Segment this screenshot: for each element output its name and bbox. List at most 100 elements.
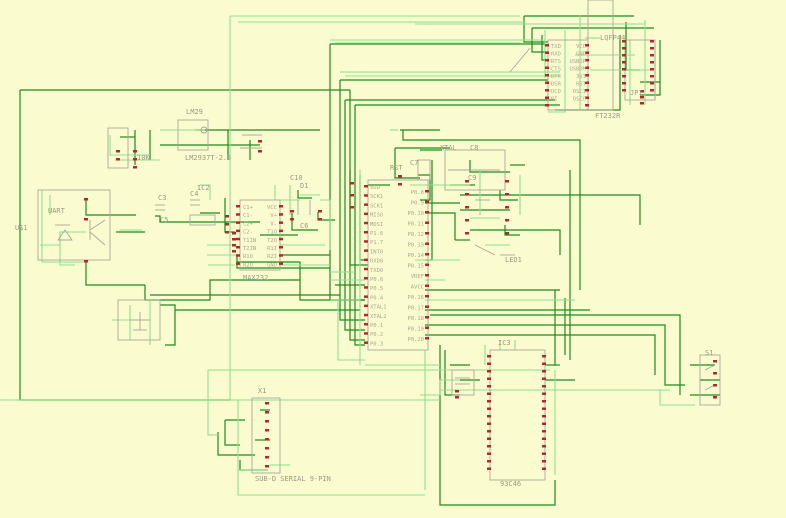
label-uart: UART <box>48 207 66 215</box>
pin-marker <box>279 213 283 216</box>
pin-marker <box>364 194 368 197</box>
pin-marker <box>350 194 354 197</box>
mcu-pin-name: P0.6 <box>370 277 383 283</box>
max232-pin-name: C2+ <box>243 221 254 227</box>
pin-marker <box>425 326 429 329</box>
ft232-pin-name: RI <box>551 97 558 103</box>
pin-marker <box>364 341 368 344</box>
pin-marker <box>364 313 368 317</box>
pin-marker <box>425 242 429 245</box>
pin-marker <box>236 237 240 241</box>
ic-regulator-body <box>177 119 209 151</box>
pin-marker <box>622 61 626 64</box>
pin-marker <box>650 89 654 92</box>
pin-marker <box>542 370 546 373</box>
pin-marker <box>542 355 546 358</box>
pin-marker <box>232 250 236 253</box>
pin-marker <box>542 407 546 410</box>
pin-marker <box>236 254 240 257</box>
pin-marker <box>542 385 546 388</box>
pin-marker <box>364 231 368 234</box>
pin-marker <box>640 96 644 99</box>
pin-marker <box>279 262 283 265</box>
mcu-pin-name: P0.12 <box>407 232 424 238</box>
pin-marker <box>585 44 589 47</box>
pin-marker <box>265 438 269 441</box>
pin-marker <box>713 372 717 375</box>
pin-marker <box>84 198 88 201</box>
capacitor-label: C10 <box>290 174 303 182</box>
label-max232: MAX232 <box>243 274 268 282</box>
pin-marker <box>84 218 88 221</box>
label-switch: S1 <box>705 349 713 357</box>
label-connector-value: SUB-D SERIAL 9-PIN <box>255 475 331 483</box>
mcu-pin-name: P0.15 <box>407 264 424 270</box>
pin-marker <box>545 104 549 107</box>
pin-marker <box>542 437 546 440</box>
label-usb: U$1 <box>15 224 28 232</box>
pin-marker <box>236 262 240 265</box>
max232-pin-name: GND <box>267 262 277 268</box>
pin-marker <box>487 355 491 358</box>
pin-marker <box>545 59 549 62</box>
capacitor-label: C4 <box>190 190 198 198</box>
pin-marker <box>542 460 546 463</box>
pin-marker <box>585 96 589 99</box>
capacitor-label: C8 <box>470 144 478 152</box>
ft232-pin-name: RST <box>576 82 587 88</box>
pin-marker <box>364 212 368 216</box>
pin-marker <box>133 158 137 161</box>
pin-marker <box>318 218 322 221</box>
max232-pin-name: V+ <box>270 213 277 219</box>
max232-pin-name: C2- <box>243 230 253 236</box>
pin-marker <box>279 221 283 224</box>
pin-marker <box>505 180 509 183</box>
connector-subd-body <box>251 397 281 474</box>
pin-marker <box>542 452 546 455</box>
pin-marker <box>713 396 717 399</box>
mcu-pin-name: XTAL1 <box>370 305 387 311</box>
pin-marker <box>713 384 717 387</box>
ft232-pin-name: GND <box>576 52 586 58</box>
pin-marker <box>465 180 469 183</box>
pin-marker <box>640 102 644 105</box>
mcu-pin-name: P0.14 <box>407 253 424 259</box>
pin-marker <box>622 54 626 57</box>
max232-pin-name: T1IN <box>243 238 256 244</box>
label-regulator: LM2937T-2.5 <box>185 154 231 162</box>
components <box>37 0 721 481</box>
pin-marker <box>84 260 88 263</box>
pin-marker <box>425 232 429 235</box>
pin-marker <box>505 232 509 235</box>
label-bottom-ic-value: 93C46 <box>500 480 521 488</box>
pin-marker <box>542 422 546 425</box>
max232-pin-name: R1I <box>267 246 277 252</box>
pin-marker <box>364 240 368 243</box>
pin-marker <box>232 232 236 235</box>
mcu-pin-name: TXD0 <box>370 268 383 274</box>
mcu-pin-name: P0.3 <box>370 341 383 347</box>
pin-marker <box>279 237 283 241</box>
pin-marker <box>265 456 269 459</box>
pin-marker <box>279 246 283 249</box>
max232-pin-name: T2IN <box>243 246 256 252</box>
pin-marker <box>465 193 469 196</box>
mcu-pin-name: P0.4 <box>370 295 384 301</box>
pin-marker <box>545 74 549 77</box>
pin-marker <box>258 140 262 143</box>
label-rst: RST <box>390 164 403 172</box>
pin-marker <box>585 81 589 84</box>
label-led: LED1 <box>505 256 522 264</box>
mcu-pin-name: P0.1 <box>370 323 383 329</box>
pin-marker <box>364 267 368 271</box>
label-regulator-name: LM29 <box>186 108 203 116</box>
capacitor-label: C7 <box>410 159 418 167</box>
pin-marker <box>542 392 546 395</box>
max232-pin-labels: C1+C1-C2+C2-T1INT2INR1OR2OVCCV+V-T1OT2OR… <box>243 205 278 268</box>
pin-marker <box>650 68 654 71</box>
mcu-pin-name: P0.13 <box>407 243 424 249</box>
pin-marker <box>545 51 549 54</box>
pin-marker <box>622 47 626 50</box>
ft232-pin-name: CTS <box>551 67 561 73</box>
